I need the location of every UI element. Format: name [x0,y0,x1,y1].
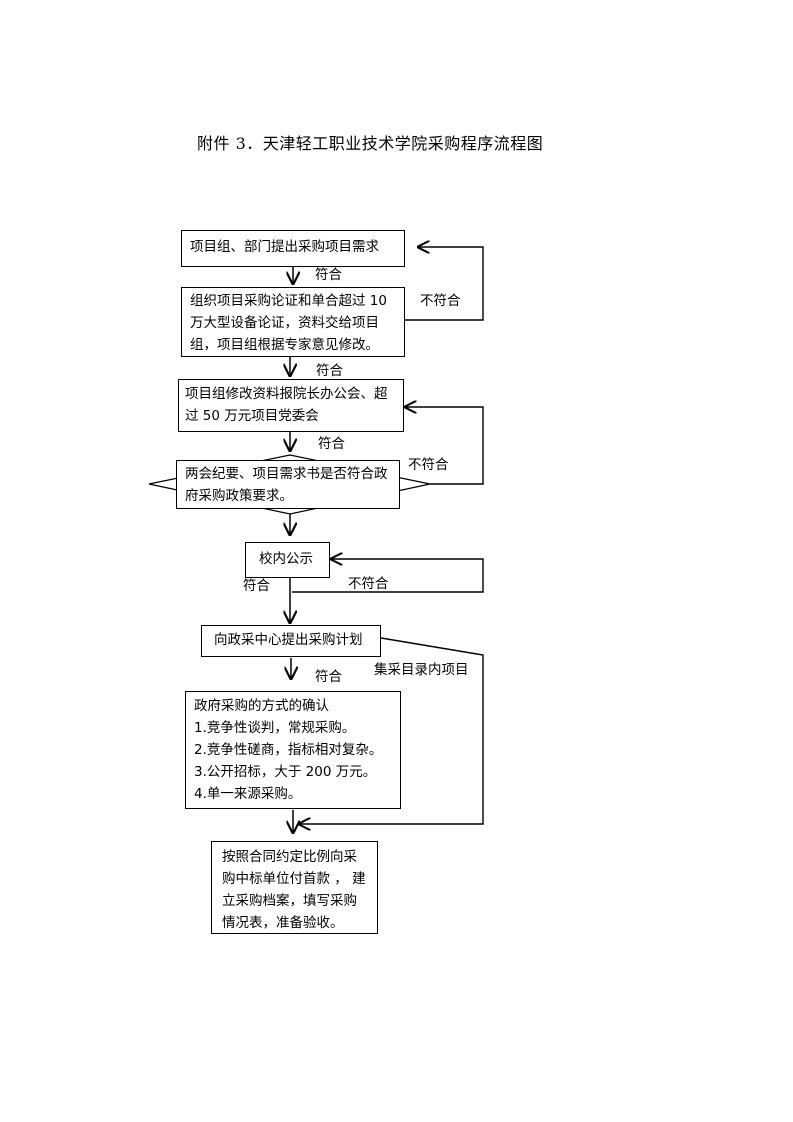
node-procurement-method: 政府采购的方式的确认 1.竞争性谈判，常规采购。 2.竞争性磋商，指标相对复杂。… [185,691,401,809]
edge-label-pass: 符合 [318,436,345,452]
node-text: 4.单一来源采购。 [194,786,302,802]
loop-n4-n3 [404,407,484,485]
node-text: 万大型设备论证，资料交给项目 [190,315,379,331]
node-text: 府采购政策要求。 [185,488,293,504]
node-text: 项目组修改资料报院长办公会、超 [185,386,388,402]
edge-label-fail: 不符合 [420,293,461,309]
edge-label-pass: 符合 [315,669,342,685]
node-text: 校内公示 [259,551,313,567]
node-submit-requirements: 项目组、部门提出采购项目需求 [181,230,405,267]
node-procurement-review: 组织项目采购论证和单合超过 10 万大型设备论证，资料交给项目 组，项目组根据专… [181,287,405,357]
node-text: 政府采购的方式的确认 [194,698,329,714]
node-text: 组织项目采购论证和单合超过 10 [190,293,387,309]
edge-label-pass: 符合 [243,578,270,594]
node-text: 向政采中心提出采购计划 [214,632,363,648]
edge-label-pass: 符合 [316,363,343,379]
edge-label-pass: 符合 [315,267,342,283]
node-text: 两会纪要、项目需求书是否符合政 [185,466,388,482]
catalog-path [298,637,484,824]
loop-n2-n1 [405,247,484,321]
node-text: 3.公开招标，大于 200 万元。 [194,764,377,780]
node-payment-archive: 按照合同约定比例向采 购中标单位付首款 ， 建 立采购档案，填写采购 情况表，准… [211,841,378,934]
edge-label-fail: 不符合 [348,576,389,592]
node-text: 购中标单位付首款 ， 建 [222,871,366,887]
node-submit-plan: 向政采中心提出采购计划 [201,625,381,657]
node-text: 立采购档案，填写采购 [222,893,357,909]
node-text: 组，项目组根据专家意见修改。 [190,337,379,353]
edge-label-fail: 不符合 [408,457,449,473]
node-text: 情况表，准备验收。 [222,915,344,931]
node-text: 2.竞争性磋商，指标相对复杂。 [194,742,383,758]
loop-n5 [292,559,484,593]
edge-label-catalog: 集采目录内项目 [374,662,469,678]
node-text: 按照合同约定比例向采 [222,849,357,865]
page-title: 附件 3．天津轻工职业技术学院采购程序流程图 [197,134,544,153]
node-text: 项目组、部门提出采购项目需求 [190,239,379,255]
node-campus-notice: 校内公示 [245,542,330,578]
node-policy-check: 两会纪要、项目需求书是否符合政 府采购政策要求。 [176,460,400,509]
node-text: 1.竞争性谈判，常规采购。 [194,720,356,736]
node-text: 过 50 万元项目党委会 [185,408,319,424]
node-office-meeting: 项目组修改资料报院长办公会、超 过 50 万元项目党委会 [178,379,404,432]
